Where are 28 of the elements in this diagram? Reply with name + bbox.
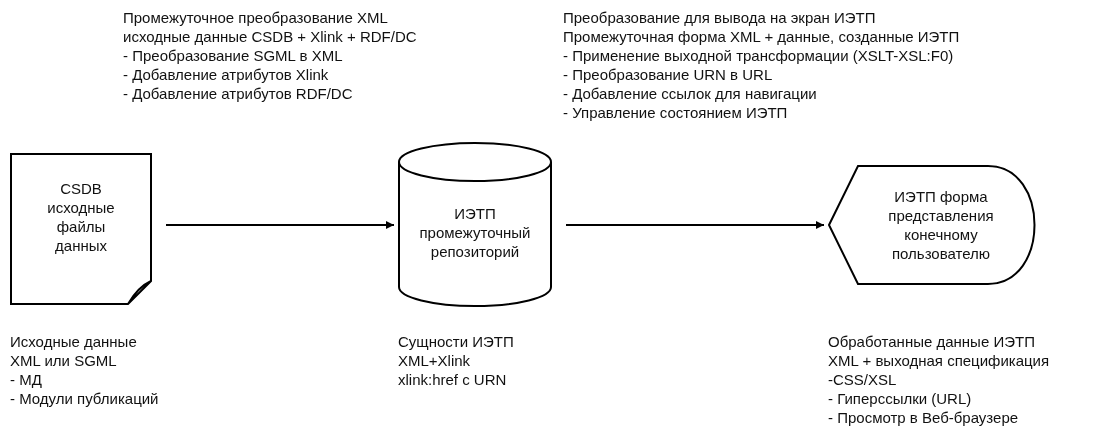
note-text: Исходные данные — [10, 332, 138, 351]
note-text: исходные данные CSDB + Xlink + RDF/DC — [123, 27, 417, 46]
note-text: XML + выходная спецификация — [828, 351, 1050, 370]
note-text: - МД — [10, 370, 43, 389]
note-text: -CSS/XSL — [828, 370, 898, 389]
note-text: Преобразование для вывода на экран ИЭТП — [563, 8, 877, 27]
note-text: Сущности ИЭТП — [398, 332, 514, 351]
arrow — [565, 221, 825, 229]
note-text: - Управление состоянием ИЭТП — [563, 103, 789, 122]
note-text: - Применение выходной трансформации (XSLT-XSL:F0) — [563, 46, 955, 65]
note-text: - Модули публикаций — [10, 389, 159, 408]
note-text: xlink:href с URN — [398, 370, 508, 389]
note-text: - Просмотр в Веб-браузере — [828, 408, 1020, 427]
note-text: - Гиперссылки (URL) — [828, 389, 973, 408]
arrow — [165, 221, 395, 229]
note-text: - Добавление ссылок для навигации — [563, 84, 818, 103]
node-label: ИЭТП промежуточный репозиторий — [418, 204, 532, 261]
note-text: Обработанные данные ИЭТП — [828, 332, 1036, 351]
note-text: - Преобразование URN в URL — [563, 65, 774, 84]
note-text: - Добавление атрибутов RDF/DC — [123, 84, 354, 103]
note-text: - Добавление атрибутов Xlink — [123, 65, 330, 84]
note-text: Промежуточное преобразование XML — [123, 8, 389, 27]
note-text: - Преобразование SGML в XML — [123, 46, 344, 65]
note-text: XML+Xlink — [398, 351, 472, 370]
node-label: CSDB исходные файлы данных — [46, 179, 116, 255]
note-text: Промежуточная форма XML + данные, созданные ИЭТП — [563, 27, 960, 46]
note-text: XML или SGML — [10, 351, 118, 370]
node-label: ИЭТП форма представления конечному пользователю — [887, 187, 995, 263]
